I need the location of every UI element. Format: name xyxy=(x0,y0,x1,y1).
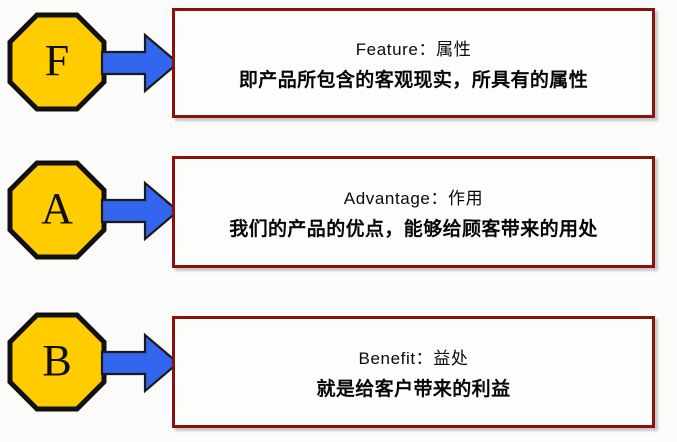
callout-title-benefit: Benefit：益处 xyxy=(358,348,469,368)
octagon-letter-f: F xyxy=(44,36,70,85)
octagon-icon xyxy=(7,12,107,112)
octagon-letter-a: A xyxy=(41,184,73,233)
octagon-icon xyxy=(7,160,107,260)
callout-box-feature: Feature：属性 即产品所包含的客观现实，所具有的属性 xyxy=(172,8,655,118)
arrow-advantage xyxy=(100,180,180,242)
arrow-benefit xyxy=(100,332,180,394)
fab-row-feature: F Feature：属性 即产品所包含的客观现实，所具有的属性 xyxy=(0,0,677,140)
octagon-badge-b: B xyxy=(7,312,107,412)
callout-description-advantage: 我们的产品的优点，能够给顾客带来的用处 xyxy=(229,218,598,240)
octagon-badge-f: F xyxy=(7,12,107,112)
callout-description-feature: 即产品所包含的客观现实，所具有的属性 xyxy=(238,69,589,91)
right-arrow-icon xyxy=(100,32,180,94)
right-arrow-icon xyxy=(100,180,180,242)
octagon-letter-b: B xyxy=(42,336,72,385)
callout-box-benefit: Benefit：益处 就是给客户带来的利益 xyxy=(172,316,655,428)
callout-box-advantage: Advantage：作用 我们的产品的优点，能够给顾客带来的用处 xyxy=(172,156,655,268)
callout-title-feature: Feature：属性 xyxy=(355,39,472,59)
arrow-feature xyxy=(100,32,180,94)
callout-title-advantage: Advantage：作用 xyxy=(343,188,484,208)
callout-description-benefit: 就是给客户带来的利益 xyxy=(316,378,511,400)
fab-row-benefit: B Benefit：益处 就是给客户带来的利益 xyxy=(0,300,677,442)
octagon-badge-a: A xyxy=(7,160,107,260)
octagon-icon xyxy=(7,312,107,412)
fab-row-advantage: A Advantage：作用 我们的产品的优点，能够给顾客带来的用处 xyxy=(0,148,677,288)
right-arrow-icon xyxy=(100,332,180,394)
